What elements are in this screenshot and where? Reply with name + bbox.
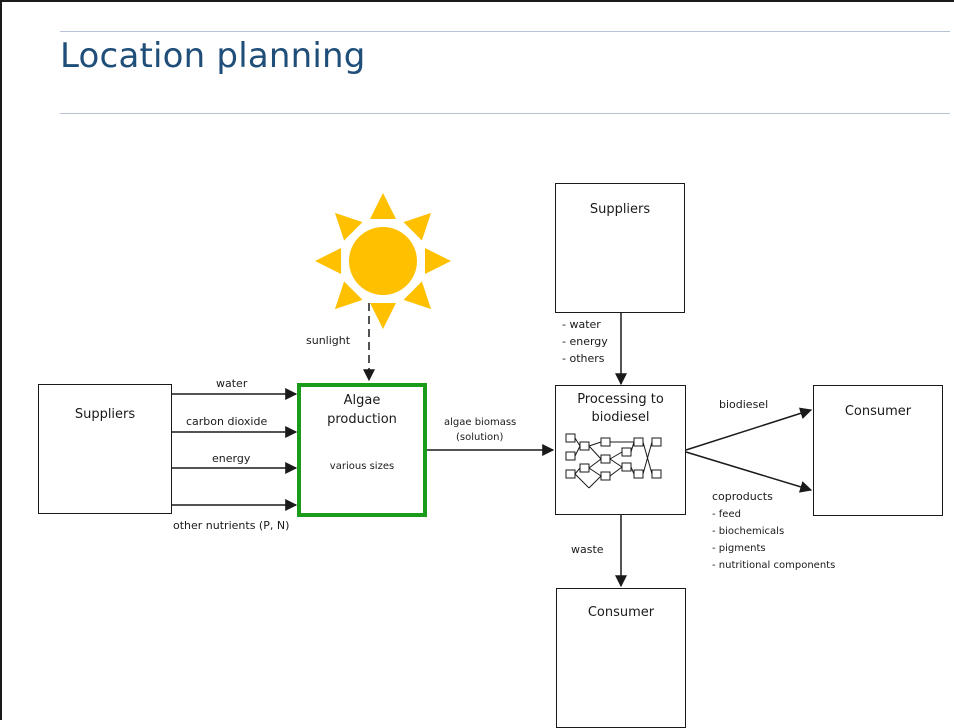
algae-production-box: Algae production various sizes xyxy=(297,383,427,517)
top-supply-water: - water xyxy=(562,318,601,331)
slide-title: Location planning xyxy=(60,36,366,76)
title-rule-bottom xyxy=(60,113,950,114)
sun-ray xyxy=(403,281,432,310)
suppliers-top-label: Suppliers xyxy=(589,202,651,217)
title-rule-top xyxy=(60,31,950,32)
sun-ray xyxy=(334,212,363,241)
input-label-other-nutrients: other nutrients (P, N) xyxy=(173,519,290,532)
process-flow-icon xyxy=(565,433,662,489)
suppliers-top-box: Suppliers xyxy=(555,183,685,313)
input-label-energy: energy xyxy=(212,452,251,465)
sun-icon xyxy=(315,193,451,329)
suppliers-left-label: Suppliers xyxy=(74,407,136,422)
sun-ray xyxy=(370,303,396,329)
waste-label: waste xyxy=(571,543,604,556)
processing-box: Processing to biodiesel xyxy=(555,385,686,515)
algae-biomass-solution-label: (solution) xyxy=(456,432,504,443)
coproducts-arrow xyxy=(685,451,813,493)
input-label-carbon-dioxide: carbon dioxide xyxy=(186,415,268,428)
coproducts-nutritional: - nutritional components xyxy=(712,560,836,571)
suppliers-left-box: Suppliers xyxy=(38,384,172,514)
coproducts-biochemicals: - biochemicals xyxy=(712,526,785,537)
algae-biomass-label: algae biomass xyxy=(444,417,517,428)
biodiesel-label: biodiesel xyxy=(719,398,769,411)
sun-ray xyxy=(403,212,432,241)
top-supply-energy: - energy xyxy=(562,335,608,348)
consumer-bottom-label: Consumer xyxy=(587,605,655,620)
sun-ray xyxy=(315,248,341,274)
coproducts-pigments: - pigments xyxy=(712,543,766,554)
biodiesel-arrow xyxy=(685,407,813,451)
processing-title-line1: Processing to xyxy=(577,392,664,407)
top-supply-others: - others xyxy=(562,352,605,365)
consumer-bottom-box: Consumer xyxy=(556,588,686,728)
algae-title-line1: Algae xyxy=(343,393,381,408)
processing-title-line2: biodiesel xyxy=(591,410,650,425)
algae-subtitle: various sizes xyxy=(329,461,395,472)
sun-ray xyxy=(425,248,451,274)
coproducts-feed: - feed xyxy=(712,509,741,520)
sun-ray xyxy=(334,281,363,310)
sunlight-label: sunlight xyxy=(306,334,351,347)
consumer-right-label: Consumer xyxy=(844,404,912,419)
input-label-water: water xyxy=(216,377,248,390)
sun-ray xyxy=(370,193,396,219)
consumer-right-box: Consumer xyxy=(813,385,943,516)
algae-title-line2: production xyxy=(327,412,397,427)
coproducts-label: coproducts xyxy=(712,490,773,503)
